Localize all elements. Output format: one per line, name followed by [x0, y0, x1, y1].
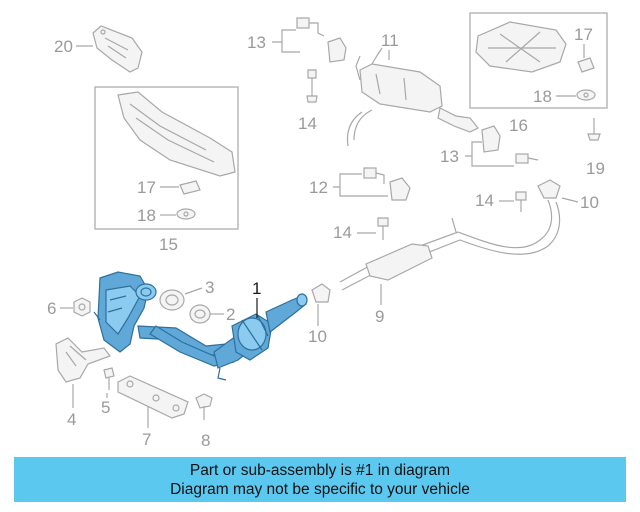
callout-6: 6 — [47, 299, 56, 318]
part-17-clip-box16 — [577, 57, 595, 73]
callout-1: 1 — [252, 279, 261, 298]
part-19-bolt — [587, 118, 601, 141]
info-banner: Part or sub-assembly is #1 in diagram Di… — [14, 457, 626, 502]
banner-line-1: Part or sub-assembly is #1 in diagram — [189, 461, 451, 479]
callout-3: 3 — [205, 278, 214, 297]
part-7-support — [117, 375, 189, 419]
part-18-grommet-box16 — [576, 89, 596, 101]
part-12-sensor — [363, 167, 411, 201]
part-14-bolt-upper — [306, 69, 318, 103]
callout-14-upper: 14 — [298, 114, 317, 133]
callout-8: 8 — [201, 431, 210, 450]
callout-4: 4 — [67, 410, 76, 429]
callout-18-box15: 18 — [137, 206, 156, 225]
callout-13-upper: 13 — [247, 33, 266, 52]
part-11-rear-muffler — [346, 47, 479, 147]
callout-14-middle: 14 — [333, 223, 352, 242]
part-6-nut — [73, 297, 91, 317]
part-4-bracket — [55, 337, 111, 383]
part-5-bolt — [103, 367, 115, 390]
callout-18-box16: 18 — [533, 87, 552, 106]
hanger-upper — [327, 37, 347, 63]
callout-9: 9 — [375, 307, 384, 326]
callout-5: 5 — [101, 398, 110, 417]
banner-line-2: Diagram may not be specific to your vehi… — [170, 480, 470, 498]
parts-diagram: 20 17 18 15 13 14 11 17 — [47, 12, 608, 450]
callout-7: 7 — [142, 430, 151, 449]
callout-10-right: 10 — [580, 193, 599, 212]
part-2-gasket — [189, 304, 211, 324]
callout-2: 2 — [226, 305, 235, 324]
part-9-center-pipe — [339, 199, 561, 291]
callout-10-left: 10 — [308, 327, 327, 346]
part-8-bolt — [195, 393, 213, 420]
part-10-clamp-right — [537, 179, 561, 199]
part-10-clamp-left — [311, 283, 331, 303]
part-18-grommet — [176, 208, 196, 220]
callout-14-right: 14 — [475, 191, 494, 210]
callout-11: 11 — [381, 31, 399, 50]
group-box-15 — [94, 86, 239, 230]
callout-16: 16 — [509, 116, 528, 135]
part-14-bolt-middle — [377, 217, 389, 240]
part-17-clip — [179, 180, 201, 195]
part-13-upper — [296, 17, 325, 37]
callout-13-lower: 13 — [440, 147, 459, 166]
callout-17-box16: 17 — [574, 25, 593, 44]
callout-15: 15 — [159, 235, 178, 254]
part-3-gasket — [159, 289, 185, 311]
callout-17-box15: 17 — [137, 178, 156, 197]
part-13-lower — [481, 125, 539, 164]
part-14-bolt-right — [515, 191, 527, 212]
group-box-16 — [469, 12, 608, 109]
callout-12: 12 — [309, 178, 328, 197]
callout-20: 20 — [54, 37, 73, 56]
part-20-heat-shield — [92, 25, 143, 73]
part-16-heat-shield — [475, 21, 567, 73]
part-15-heat-shield — [117, 91, 236, 177]
callout-19: 19 — [586, 159, 605, 178]
part-1-front-pipe-catalytic-converter — [93, 271, 308, 381]
